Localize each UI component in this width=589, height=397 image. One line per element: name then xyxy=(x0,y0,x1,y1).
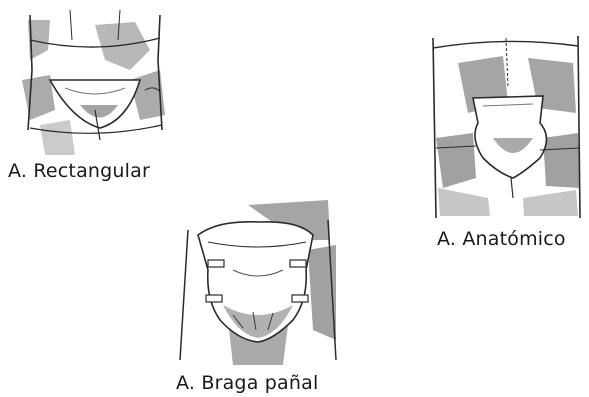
figure-braga-panal xyxy=(178,200,338,368)
figure-rectangular xyxy=(10,10,180,160)
caption-braga-panal: A. Braga pañal xyxy=(176,372,318,394)
caption-rectangular: A. Rectangular xyxy=(8,160,150,182)
rectangular-pad-illustration xyxy=(10,10,180,160)
anatomico-pad-illustration xyxy=(428,28,583,218)
caption-anatomico: A. Anatómico xyxy=(437,228,566,250)
braga-panal-illustration xyxy=(178,200,338,368)
figure-anatomico xyxy=(428,28,583,218)
